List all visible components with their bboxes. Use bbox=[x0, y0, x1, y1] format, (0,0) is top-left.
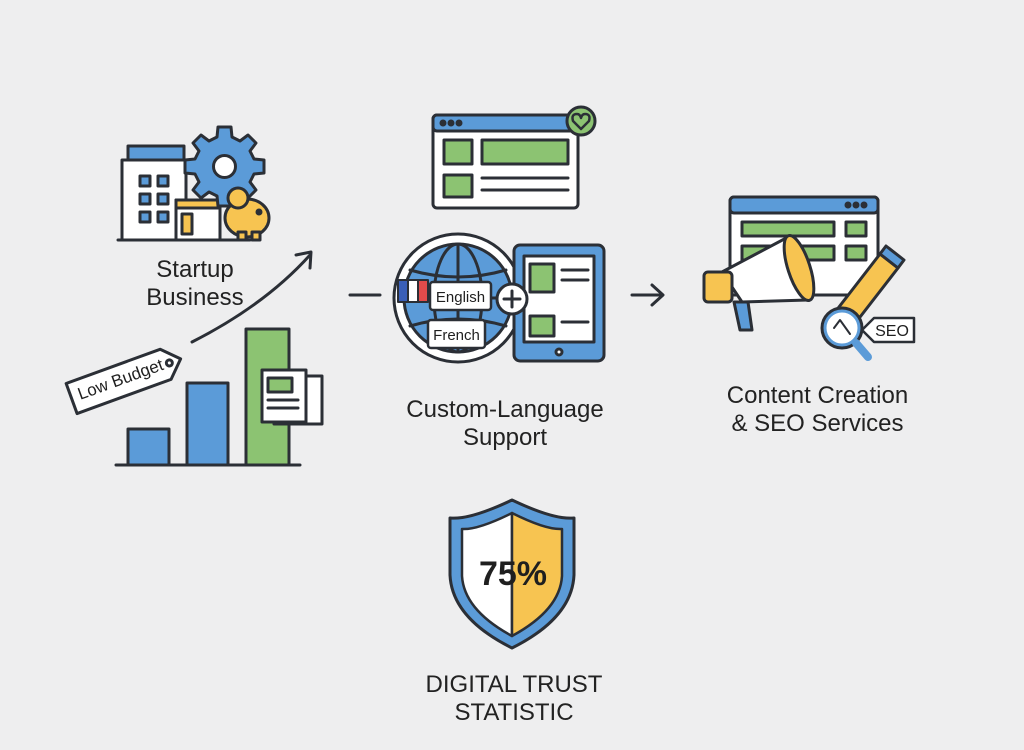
lang-tag-primary bbox=[428, 280, 493, 312]
documents-icon bbox=[260, 368, 324, 426]
seo-tag-text: SEO bbox=[875, 323, 909, 340]
trust-value: 75% bbox=[479, 555, 547, 593]
growth-arrow-icon bbox=[190, 250, 313, 344]
dollar-coin-icon bbox=[226, 186, 250, 210]
startup-business-label: Startup Business bbox=[146, 256, 244, 311]
tablet-icon bbox=[512, 243, 606, 363]
building-icon bbox=[116, 144, 252, 242]
megaphone-icon bbox=[702, 233, 816, 332]
plus-icon bbox=[495, 282, 529, 316]
lang-secondary-text: French bbox=[433, 327, 480, 344]
custom-language-label: Custom-Language Support bbox=[406, 396, 604, 451]
shield-icon bbox=[448, 498, 576, 650]
magnifier-icon bbox=[820, 306, 872, 361]
arrow-connector bbox=[630, 283, 665, 307]
lang-primary-text: English bbox=[436, 289, 485, 306]
french-flag-icon bbox=[397, 279, 429, 303]
digital-trust-label: DIGITAL TRUST STATISTIC bbox=[425, 671, 603, 726]
seo-tag bbox=[860, 316, 916, 344]
content-seo-label: Content Creation & SEO Services bbox=[726, 382, 909, 437]
gear-icon bbox=[183, 125, 266, 208]
lang-tag-secondary bbox=[426, 318, 487, 350]
heart-badge-icon bbox=[565, 105, 597, 137]
browser-window-icon bbox=[431, 113, 580, 210]
budget-tag bbox=[64, 347, 183, 416]
